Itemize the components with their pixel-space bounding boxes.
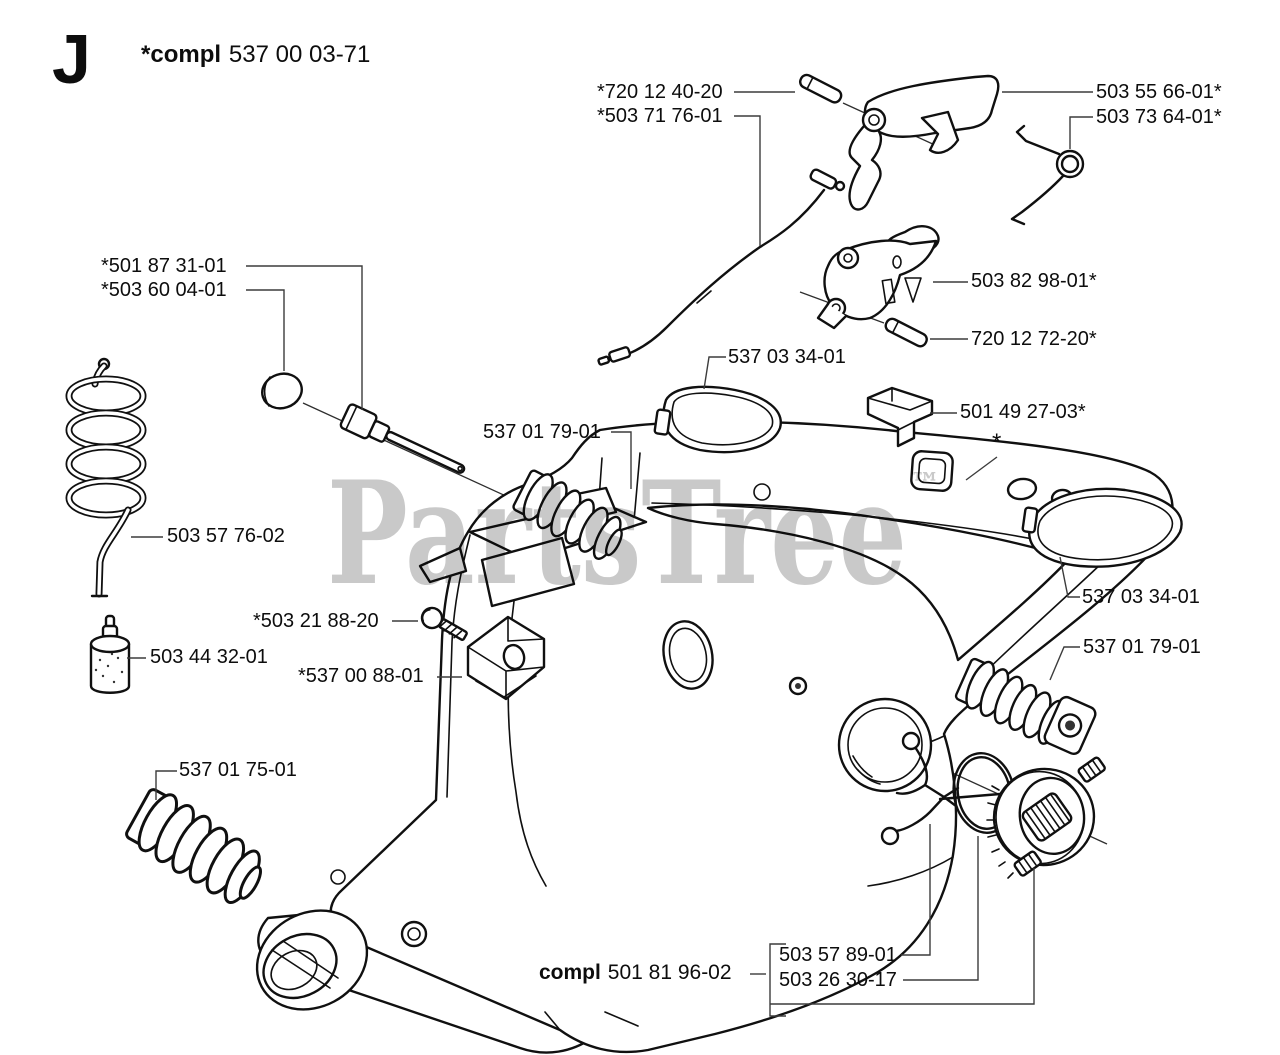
part-label-fuel-cap-retainer: 503 57 89-01 [779, 944, 897, 966]
part-label-tank-spring: 503 57 76-02 [167, 525, 285, 547]
part-label-handle-cover-left: 537 03 34-01 [728, 346, 846, 368]
part-label-clip: 501 49 27-03* [960, 401, 1086, 423]
part-label-bracket: *537 00 88-01 [298, 665, 424, 687]
svg-text:PartsTree: PartsTree [327, 451, 907, 617]
section-letter: J [52, 20, 91, 98]
handle-cover-right-drawing [1021, 487, 1183, 568]
tank-oval-hole [662, 620, 714, 690]
av-spring-bottom-drawing [119, 783, 277, 912]
tank-spring-drawing [65, 357, 147, 598]
trigger-torsion-spring-drawing [1010, 124, 1085, 226]
part-label-fuel-filter: 503 44 32-01 [150, 646, 268, 668]
part-label-screw: *503 21 88-20 [253, 610, 379, 632]
handle-cover-left-drawing [653, 385, 782, 454]
throttle-trigger-drawing [848, 74, 1000, 211]
lockout-pin-drawing [884, 317, 928, 348]
foot-boss [255, 869, 428, 1011]
cap-drawing [261, 372, 303, 410]
fuel-cap-assembly-number: 501 81 96-02 [607, 961, 732, 984]
assembly-number: 537 00 03-71 [228, 41, 371, 68]
part-label-throttle-pin: *720 12 40-20 [597, 81, 723, 103]
plunger-drawing [339, 403, 466, 474]
crankcase-housing-drawing [255, 420, 1174, 1054]
svg-text:™: ™ [910, 467, 940, 502]
part-label-av-spring-left: 537 01 79-01 [483, 421, 601, 443]
part-label-av-spring-right: 537 01 79-01 [1083, 636, 1201, 658]
assembly-compl-prefix: *compl [141, 41, 222, 68]
screw-drawing [420, 606, 468, 641]
partstree-watermark: PartsTree ™ [327, 451, 940, 617]
fuel-filter-drawing [89, 614, 131, 694]
part-label-plunger: *501 87 31-01 [101, 255, 227, 277]
fuel-cap-assembly-label: compl 501 81 96-02 [539, 961, 732, 984]
leader-lines [127, 91, 1093, 1017]
part-label-cap: *503 60 04-01 [101, 279, 227, 301]
part-label-av-spring-bottom: 537 01 75-01 [179, 759, 297, 781]
throttle-pin-drawing [798, 73, 843, 104]
part-label-lockout-lever: 503 82 98-01* [971, 270, 1097, 292]
throttle-cable-drawing [597, 168, 846, 366]
bracket-drawing [466, 615, 546, 701]
fuel-cap-drawing [986, 756, 1106, 879]
part-label-asterisk: * [992, 429, 1002, 456]
clip-drawing [866, 386, 934, 448]
fuel-cap-compl-prefix: compl [539, 961, 601, 984]
handle-square-hole [910, 450, 954, 492]
part-label-lockout-pin: 720 12 72-20* [971, 328, 1097, 350]
lockout-lever-drawing [816, 225, 940, 330]
av-spring-right-drawing [951, 653, 1097, 755]
part-label-throttle-cable: *503 71 76-01 [597, 105, 723, 127]
part-label-handle-cover-right: 537 03 34-01 [1082, 586, 1200, 608]
part-label-throttle-trigger: 503 55 66-01* [1096, 81, 1222, 103]
part-label-trigger-spring: 503 73 64-01* [1096, 106, 1222, 128]
part-label-fuel-cap-oring: 503 26 30-17 [779, 969, 897, 991]
